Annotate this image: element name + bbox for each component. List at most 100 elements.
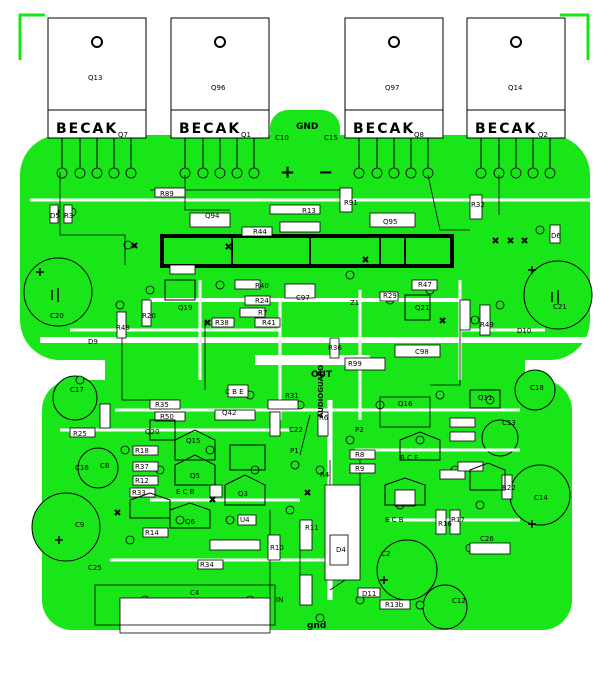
transistor-tag: Q8 (414, 131, 424, 139)
pin-label-ecb-2: E C B (385, 516, 404, 524)
small-transistors (129, 279, 506, 529)
power-transistors: Q13 BECAK Q7 Q96 BECAK Q1 Q97 BECAK Q8 Q… (47, 17, 566, 139)
label-r50: R50 (160, 413, 174, 421)
transistor-leads (61, 138, 551, 170)
label-d10: D10 (517, 327, 531, 335)
transistor-pins: BECAK (56, 121, 118, 137)
label-p1: P1 (290, 447, 299, 455)
label-c18: C18 (530, 384, 544, 392)
label-p2: P2 (355, 426, 364, 434)
label-r13: R13 (302, 207, 316, 215)
label-c25: C25 (88, 564, 102, 572)
label-r16: R13b (385, 601, 404, 609)
label-r47: R47 (418, 281, 432, 289)
label-c2: C2 (381, 550, 390, 558)
label-r29: R29 (383, 292, 397, 300)
out-label: OUT (311, 370, 333, 380)
label-r91: R91 (344, 199, 358, 207)
label-r11: R8 (355, 451, 364, 459)
gnd-bottom-label: gnd (307, 621, 326, 631)
transistor-pins: BECAK (475, 121, 537, 137)
label-q94: Q94 (205, 212, 220, 220)
solder-pads (50, 167, 556, 623)
label-d6: D6 (551, 232, 561, 240)
label-r24: R24 (255, 297, 269, 305)
label-c15: C15 (324, 134, 338, 142)
label-c10: C10 (275, 134, 289, 142)
component-outlines (49, 187, 561, 634)
label-r33: R33 (132, 489, 146, 497)
label-c14: C14 (534, 494, 548, 502)
label-r20: R20 (142, 312, 156, 320)
label-r9: R17 (451, 516, 465, 524)
label-r25: R25 (73, 430, 87, 438)
label-r41: R41 (262, 319, 276, 327)
label-r36: R36 (328, 344, 342, 352)
plus-label: + (280, 162, 295, 183)
label-c97: C97 (296, 294, 310, 302)
label-c9: C9 (75, 521, 84, 529)
label-r18: R18 (135, 447, 149, 455)
label-c21: C21 (553, 303, 567, 311)
label-q20: Q20 (145, 428, 159, 436)
label-c17: C17 (70, 386, 84, 394)
label-r40: R40 (255, 282, 269, 290)
label-q15: Q15 (186, 437, 200, 445)
label-c22: C22 (289, 426, 303, 434)
label-q19: Q19 (178, 304, 192, 312)
transistor-pins: BECAK (179, 121, 241, 137)
label-r6: R6 (319, 414, 329, 422)
minus-label: − (318, 162, 333, 183)
jumper-marks (114, 237, 528, 516)
in-label: IN (276, 596, 283, 604)
transistor-q97: Q97 BECAK Q8 (344, 17, 444, 139)
label-c8: C8 (100, 462, 109, 470)
transistor-ref: Q13 (88, 74, 102, 82)
label-q95: Q95 (383, 218, 397, 226)
label-r3: R3 (64, 212, 73, 220)
label-r99: R99 (348, 360, 362, 368)
label-r38: R38 (215, 319, 229, 327)
transistor-q96: Q96 BECAK Q1 (170, 17, 270, 139)
label-r4: R4 (320, 471, 330, 479)
transistor-ref: Q96 (211, 84, 226, 92)
label-q11: Q11 (478, 394, 492, 402)
brand-text: AUDIOGUARD (317, 365, 325, 418)
label-r1: R10 (270, 544, 284, 552)
label-r37: R37 (135, 463, 149, 471)
net-labels: GND OUT IN gnd + − AUDIOGUARD C B E B C … (176, 122, 419, 631)
label-u4: U4 (240, 516, 250, 524)
label-r49: R49 (480, 321, 494, 329)
label-r44: R44 (253, 228, 267, 236)
label-r10: R9 (355, 465, 364, 473)
transistor-q14: Q14 BECAK Q2 (466, 17, 566, 139)
label-r14: R14 (145, 529, 159, 537)
polarity-marks (36, 266, 559, 584)
label-r34: R34 (200, 561, 214, 569)
label-d11: D11 (362, 590, 376, 598)
transistor-q13: Q13 BECAK Q7 (47, 17, 147, 139)
label-d5: D5 (50, 212, 60, 220)
label-r12: R12 (135, 477, 149, 485)
label-c98: C98 (415, 348, 429, 356)
label-c13: C13 (502, 419, 516, 427)
label-z1: Z1 (350, 299, 359, 307)
label-r35: R35 (155, 401, 169, 409)
label-r48: R48 (116, 324, 130, 332)
label-q42: Q42 (222, 409, 236, 417)
label-r32: R32 (471, 201, 485, 209)
label-r89: R89 (160, 190, 174, 198)
label-q21: Q21 (415, 304, 429, 312)
label-r2: R11 (305, 524, 319, 532)
component-labels: D5 R3 R89 R91 R32 R44 R13 R40 R24 R7 R41… (50, 134, 567, 609)
label-c26: C26 (480, 535, 494, 543)
label-d9: D9 (88, 338, 98, 346)
label-q6: Q6 (185, 518, 196, 526)
transistor-tag: Q7 (118, 131, 128, 139)
label-d4: D4 (336, 546, 346, 554)
label-c16: C16 (75, 464, 89, 472)
label-r7: R7 (258, 309, 267, 317)
label-q3: Q3 (238, 490, 248, 498)
transistor-ref: Q97 (385, 84, 399, 92)
